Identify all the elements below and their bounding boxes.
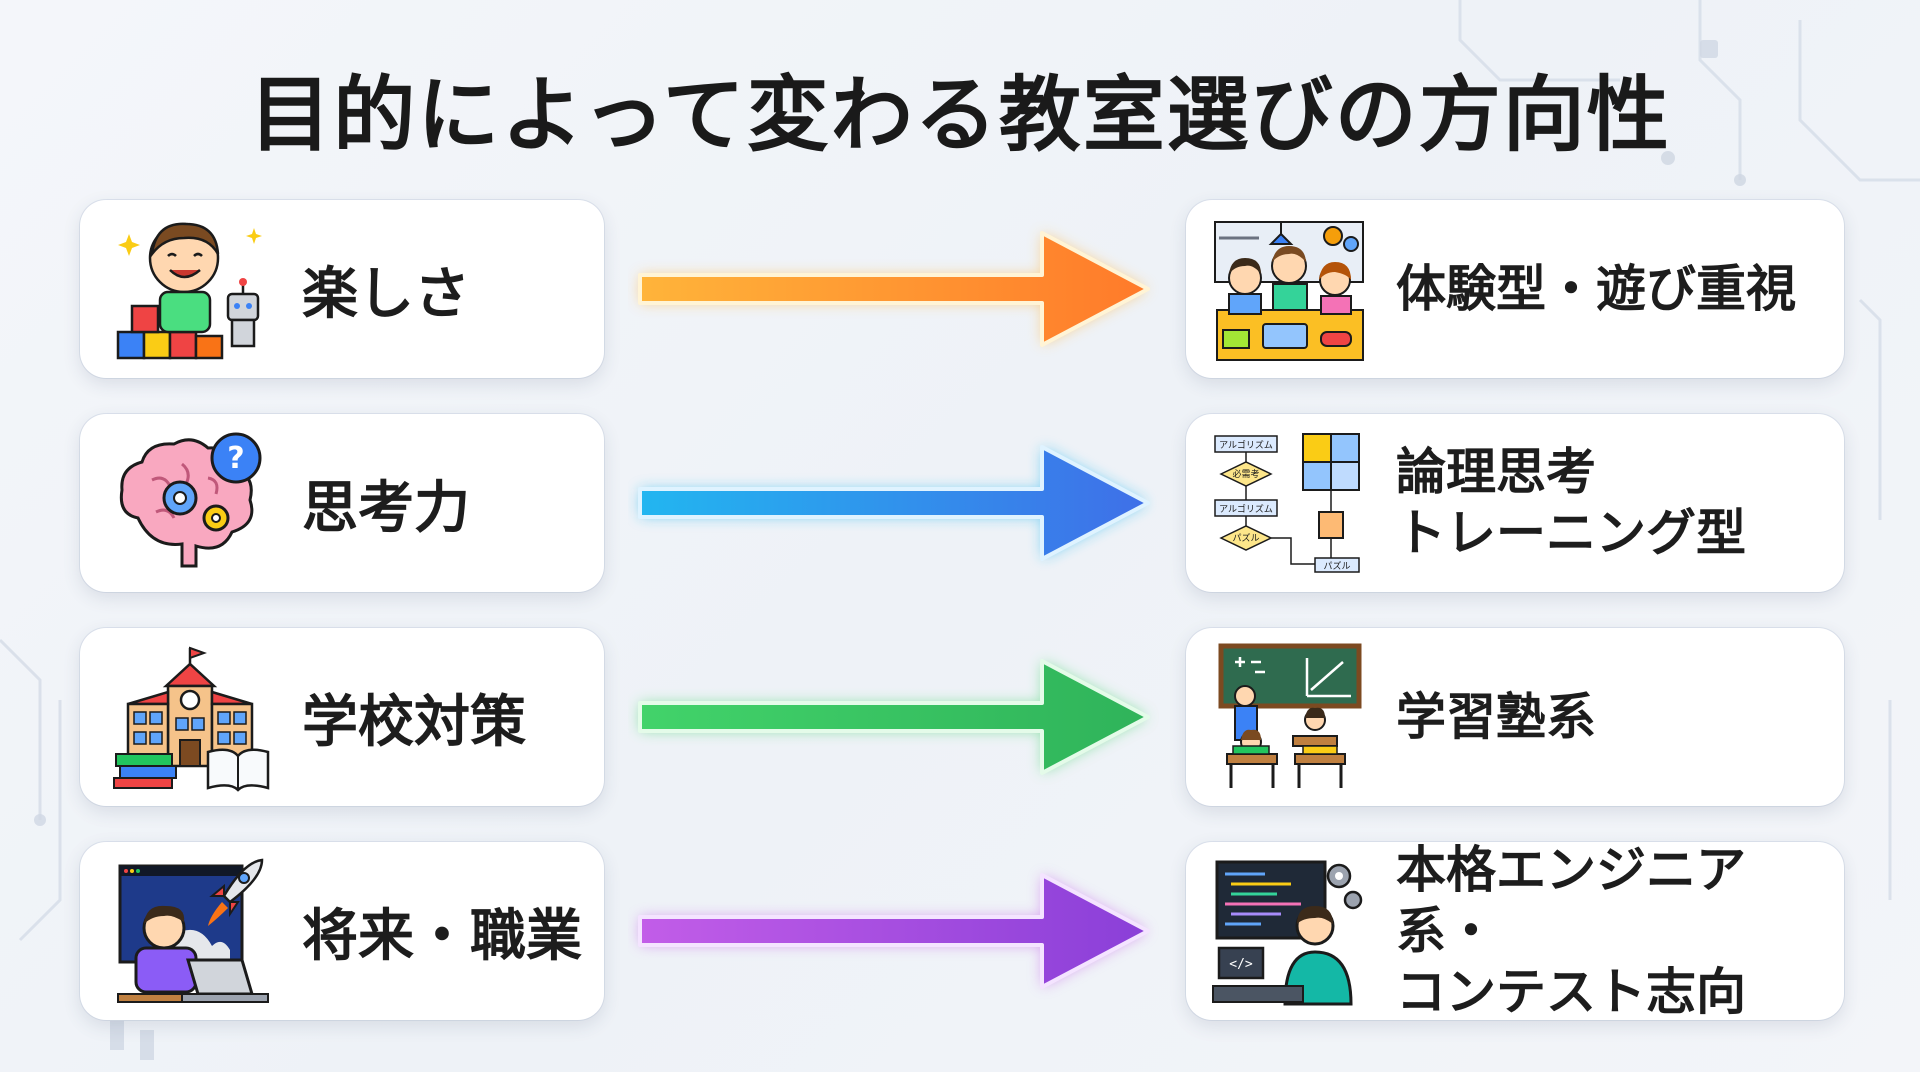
direction-card-cram-school: 学習塾系 <box>1186 628 1844 806</box>
arrow-purple <box>638 873 1150 989</box>
page-title: 目的によって変わる教室選びの方向性 <box>249 68 1671 163</box>
purpose-label: 学校対策 <box>302 689 526 755</box>
arrow-green <box>638 659 1150 775</box>
flow-label: アルゴリズム <box>1219 439 1273 451</box>
svg-text:?: ? <box>227 441 244 476</box>
purpose-label: 将来・職業 <box>302 903 582 969</box>
direction-label: 学習塾系 <box>1396 687 1596 746</box>
direction-label: 体験型・遊び重視 <box>1396 259 1796 318</box>
direction-label: 論理思考 トレーニング型 <box>1396 443 1746 562</box>
svg-text:</>: </> <box>1229 957 1253 972</box>
school-building-books-icon <box>102 637 282 797</box>
flow-label: アルゴリズム <box>1219 503 1273 515</box>
flow-label: パズル <box>1323 560 1350 572</box>
arrow-orange <box>638 231 1150 347</box>
child-playing-blocks-robot-icon <box>102 209 282 369</box>
arrow-blue <box>638 445 1150 561</box>
purpose-label: 楽しさ <box>302 261 470 327</box>
direction-card-hands-on: 体験型・遊び重視 <box>1186 200 1844 378</box>
classroom-blackboard-icon <box>1204 637 1374 797</box>
programmer-laptop-rocket-icon <box>102 851 282 1011</box>
purpose-label: 思考力 <box>302 475 470 541</box>
direction-card-logic: アルゴリズム 必需考 アルゴリズム パズル パズル 論理思考 <box>1186 414 1844 592</box>
purpose-card-school: 学校対策 <box>80 628 604 806</box>
purpose-card-thinking: ? 思考力 <box>80 414 604 592</box>
flow-label: パズル <box>1232 532 1259 544</box>
brain-gears-question-icon: ? <box>102 423 282 583</box>
engineer-code-monitor-icon: </> <box>1204 851 1374 1011</box>
flowchart-puzzle-icon: アルゴリズム 必需考 アルゴリズム パズル パズル <box>1204 423 1374 583</box>
purpose-card-fun: 楽しさ <box>80 200 604 378</box>
direction-label: 本格エンジニア系・ コンテスト志向 <box>1396 840 1746 1021</box>
direction-card-engineer: </> 本格エンジニア系・ コンテスト志向 <box>1186 840 1844 1021</box>
flow-label: 必需考 <box>1232 468 1259 480</box>
kids-hands-on-workshop-icon <box>1204 209 1374 369</box>
purpose-card-career: 将来・職業 <box>80 842 604 1020</box>
